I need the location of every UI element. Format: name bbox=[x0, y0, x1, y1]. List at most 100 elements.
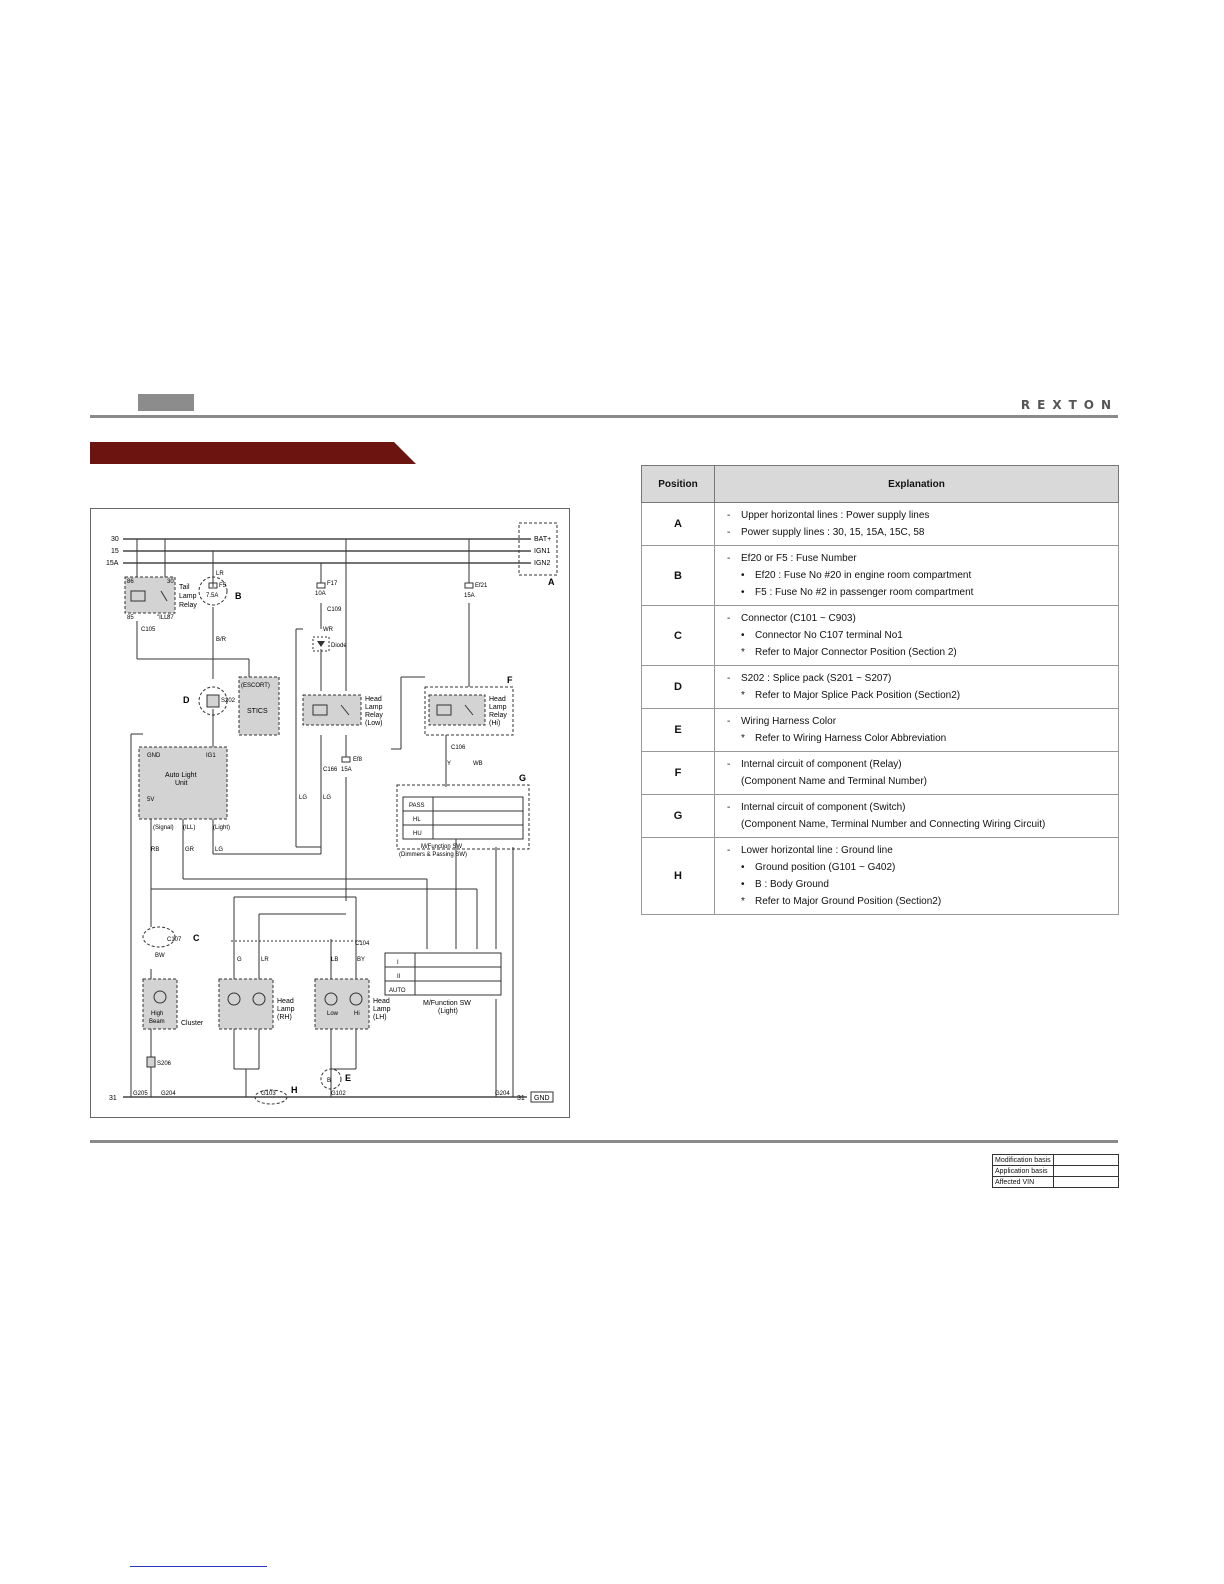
headlamp-lh-label-2: Lamp bbox=[373, 1006, 391, 1013]
explanation-cell: -Internal circuit of component (Switch)(… bbox=[714, 794, 1119, 838]
ign1-label: IGN1 bbox=[534, 548, 550, 555]
svg-text:(Signal): (Signal) bbox=[153, 825, 174, 831]
callout-h: H bbox=[291, 1085, 298, 1095]
position-cell: H bbox=[641, 837, 715, 915]
explanation-cell: -Ef20 or F5 : Fuse Number • Ef20 : Fuse No… bbox=[714, 545, 1119, 606]
bullet-mark: * bbox=[741, 733, 745, 744]
wiring-diagram: 30 15 15A BAT+ IGN1 IGN2 A 31 31 GND bbox=[90, 508, 570, 1118]
revision-value bbox=[1052, 1176, 1120, 1188]
relay-low-label-2: Lamp bbox=[365, 704, 383, 711]
explanation-text: Internal circuit of component (Relay) bbox=[741, 759, 902, 770]
section-banner bbox=[90, 442, 416, 464]
table-row: F-Internal circuit of component (Relay)(… bbox=[641, 751, 1119, 795]
explanation-text: Upper horizontal lines : Power supply li… bbox=[741, 510, 930, 521]
fuse-ef8-label: Ef8 bbox=[353, 757, 363, 763]
line-15a-label: 15A bbox=[106, 560, 119, 567]
fuse-f17-rating: 10A bbox=[315, 591, 326, 597]
brand-logo: REXTON bbox=[1020, 398, 1118, 412]
bullet-mark: - bbox=[727, 553, 731, 564]
fuse-ef21-rating: 15A bbox=[464, 593, 475, 599]
mfsw-dimmer-label-2: (Dimmers & Passing SW) bbox=[399, 852, 467, 858]
revision-label: Modification basis bbox=[992, 1154, 1054, 1166]
revision-table: Modification basis Application basis Aff… bbox=[992, 1154, 1120, 1188]
bullet-mark: - bbox=[727, 716, 731, 727]
high-beam-label-1: High bbox=[151, 1011, 163, 1017]
explanation-line: -Lower horizontal line : Ground line bbox=[727, 842, 1112, 859]
relay-low-label-1: Head bbox=[365, 696, 382, 703]
relay-hi-label-2: Lamp bbox=[489, 704, 507, 711]
wire-wr: WR bbox=[323, 627, 334, 633]
explanation-line: -S202 : Splice pack (S201 ~ S207) bbox=[727, 670, 1112, 687]
position-cell: C bbox=[641, 605, 715, 666]
cluster-label: Cluster bbox=[181, 1020, 204, 1027]
svg-text:(Light): (Light) bbox=[213, 825, 230, 831]
table-row: D -S202 : Splice pack (S201 ~ S207) * Refer… bbox=[641, 665, 1119, 709]
ground-g204: G204 bbox=[161, 1091, 176, 1097]
revision-row: Application basis bbox=[992, 1165, 1120, 1177]
explanation-line: •F5 : Fuse No #2 in passenger room compa… bbox=[727, 584, 1112, 601]
ign2-label: IGN2 bbox=[534, 560, 550, 567]
fuse-f5-label: F5 bbox=[219, 583, 227, 589]
explanation-line: (Component Name and Terminal Number) bbox=[727, 773, 1112, 790]
diode-label: Diode bbox=[331, 643, 347, 649]
wire-y: Y bbox=[447, 761, 451, 767]
dimmer-row-hl: HL bbox=[413, 817, 421, 823]
table-row: H -Lower horizontal line : Ground line•Gr… bbox=[641, 837, 1119, 915]
explanation-line: •Connector No C107 terminal No1 bbox=[727, 627, 1112, 644]
revision-label: Application basis bbox=[992, 1165, 1054, 1177]
relay-hi-label-4: (Hi) bbox=[489, 720, 500, 727]
wire-br: B/R bbox=[216, 637, 227, 643]
wire-by: BY bbox=[357, 957, 365, 963]
wiring-diagram-svg: 30 15 15A BAT+ IGN1 IGN2 A 31 31 GND bbox=[106, 522, 558, 1105]
position-cell: D bbox=[641, 665, 715, 709]
bullet-mark: - bbox=[727, 845, 731, 856]
position-cell: F bbox=[641, 751, 715, 795]
header-tab bbox=[138, 394, 194, 411]
splice-s206: S206 bbox=[157, 1061, 172, 1067]
svg-text:86: 86 bbox=[127, 579, 134, 585]
explanation-text: Ef20 or F5 : Fuse Number bbox=[741, 553, 857, 564]
revision-value bbox=[1052, 1165, 1120, 1177]
position-cell: B bbox=[641, 545, 715, 606]
stics-label: STICS bbox=[247, 708, 268, 715]
position-cell: G bbox=[641, 794, 715, 838]
table-row: E-Wiring Harness Color*Refer to Wiring H… bbox=[641, 708, 1119, 752]
bullet-mark: * bbox=[741, 690, 745, 701]
explanation-text: Refer to Major Splice Pack Position (Sec… bbox=[755, 690, 961, 701]
explanation-line: •Ground position (G101 ~ G402) bbox=[727, 859, 1112, 876]
bullet-mark: * bbox=[741, 647, 745, 658]
explanation-line: -Connector (C101 ~ C903) bbox=[727, 610, 1112, 627]
headlamp-rh-label-3: (RH) bbox=[277, 1014, 292, 1021]
explanation-line: -Upper horizontal lines : Power supply l… bbox=[727, 507, 1112, 524]
lh-hi-label: Hi bbox=[354, 1011, 360, 1017]
relay-hi-label-3: Relay bbox=[489, 712, 507, 719]
fuse-f5-rating: 7.5A bbox=[206, 593, 218, 599]
callout-f: F bbox=[507, 675, 513, 685]
callout-d: D bbox=[183, 695, 190, 705]
explanation-line: *Refer to Major Connector Position (Sect… bbox=[727, 644, 1112, 661]
tail-relay-label-1: Tail bbox=[179, 584, 190, 591]
ill-label: "ILL" bbox=[157, 615, 170, 621]
revision-label: Affected VIN bbox=[992, 1176, 1054, 1188]
dimmer-row-pass: PASS bbox=[409, 803, 425, 809]
wire-g: G bbox=[237, 957, 242, 963]
bullet-mark: • bbox=[741, 630, 745, 641]
table-row: A-Upper horizontal lines : Power supply … bbox=[641, 502, 1119, 546]
revision-value bbox=[1052, 1154, 1120, 1166]
explanation-text: Power supply lines : 30, 15, 15A, 15C, 5… bbox=[741, 527, 925, 538]
headlamp-lh-label-1: Head bbox=[373, 998, 390, 1005]
explanation-line: -Power supply lines : 30, 15, 15A, 15C, … bbox=[727, 524, 1112, 541]
table-row: C -Connector (C101 ~ C903)•Connector No C… bbox=[641, 605, 1119, 666]
footer-link-underline bbox=[130, 1566, 267, 1567]
explanation-table-body: A-Upper horizontal lines : Power supply … bbox=[641, 502, 1119, 915]
bullet-mark: • bbox=[741, 862, 745, 873]
bullet-mark: - bbox=[727, 613, 731, 624]
bullet-mark: - bbox=[727, 802, 731, 813]
auto-light-label-2: Unit bbox=[175, 780, 188, 787]
light-row-i: I bbox=[397, 960, 399, 966]
explanation-line: • Ef20 : Fuse No #20 in engine room compa… bbox=[727, 567, 1112, 584]
explanation-text: Ef20 : Fuse No #20 in engine room compar… bbox=[755, 570, 972, 581]
bullet-mark: • bbox=[741, 570, 745, 581]
position-header: Position bbox=[641, 465, 715, 503]
relay-hi-label-1: Head bbox=[489, 696, 506, 703]
